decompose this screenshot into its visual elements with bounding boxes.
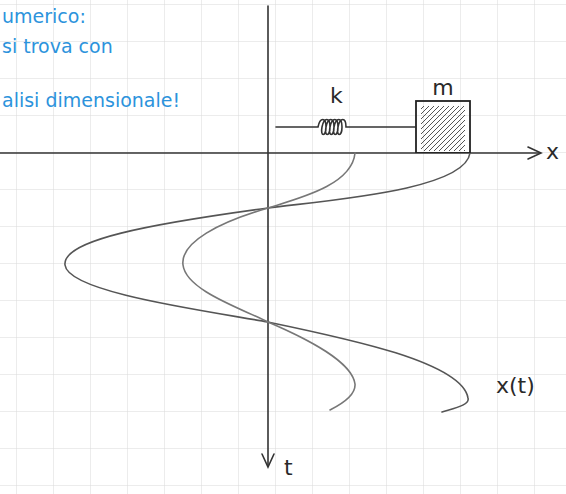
function-label: x(t) bbox=[496, 374, 535, 398]
mass-block: m bbox=[415, 76, 471, 153]
hatched-mass-box bbox=[415, 100, 471, 153]
spring-symbol bbox=[276, 120, 415, 135]
t-axis bbox=[267, 6, 269, 466]
axis-label: t bbox=[284, 456, 293, 480]
t-axis-arrow bbox=[262, 454, 274, 467]
mass-label: m bbox=[415, 76, 471, 100]
axis-label: x bbox=[546, 140, 559, 164]
outer-oscillation-curve bbox=[65, 153, 470, 412]
spring-constant-label: k bbox=[330, 84, 343, 108]
inner-oscillation-curve bbox=[183, 153, 355, 410]
note-text: alisi dimensionale! bbox=[2, 90, 180, 111]
x-axis-arrow bbox=[528, 147, 541, 159]
note-text: umerico: bbox=[2, 6, 86, 27]
note-text: si trova con bbox=[2, 36, 113, 57]
